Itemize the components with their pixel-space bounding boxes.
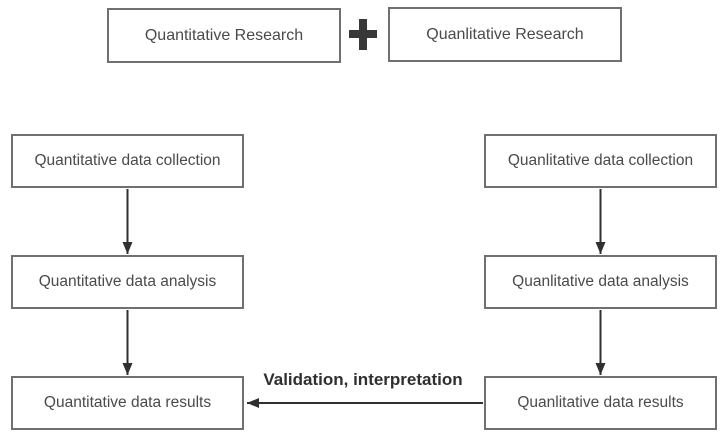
box-quanlitative-research: Quanlitative Research bbox=[388, 7, 622, 62]
box-quantitative-data-results: Quantitative data results bbox=[11, 376, 244, 430]
box-quanlitative-data-analysis: Quanlitative data analysis bbox=[484, 255, 717, 309]
plus-icon bbox=[349, 19, 377, 50]
cross-arrow-label: Validation, interpretation bbox=[263, 370, 463, 389]
box-quantitative-data-collection: Quantitative data collection bbox=[11, 134, 244, 188]
box-quanlitative-data-collection: Quanlitative data collection bbox=[484, 134, 717, 188]
box-quantitative-data-analysis: Quantitative data analysis bbox=[11, 255, 244, 309]
box-quantitative-research: Quantitative Research bbox=[107, 8, 341, 63]
box-quanlitative-data-results: Quanlitative data results bbox=[484, 376, 717, 430]
